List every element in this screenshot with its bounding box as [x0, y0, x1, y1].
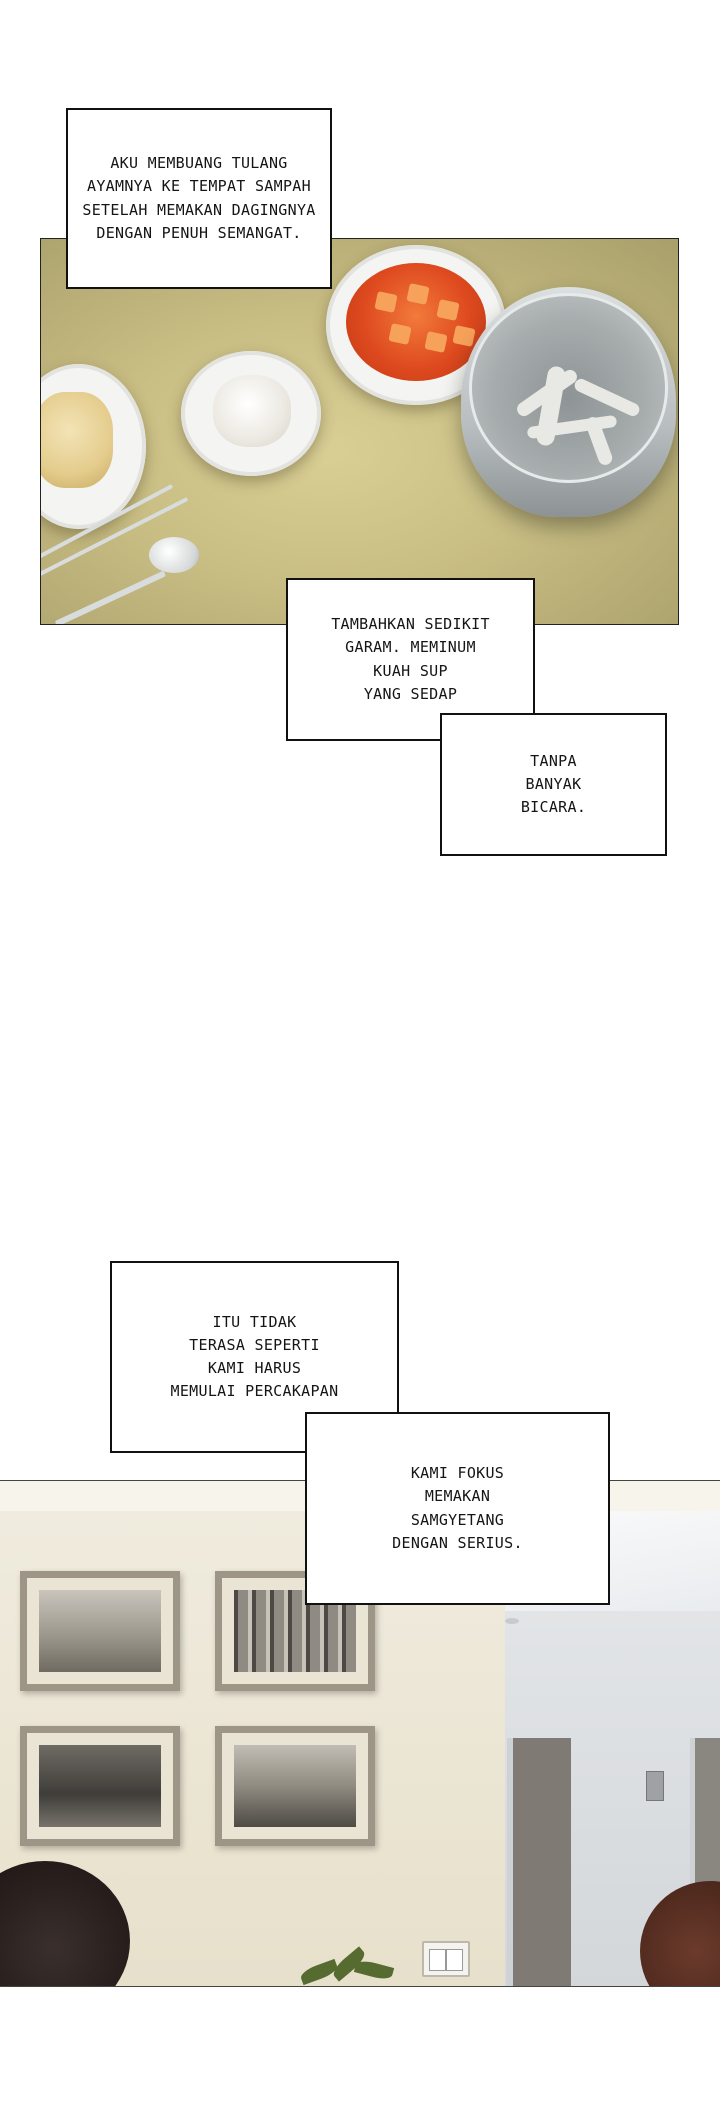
bucket-interior — [469, 293, 668, 483]
spoon-handle — [54, 570, 167, 624]
caption-text: KAMI FOKUS MEMAKAN SAMGYETANG DENGAN SER… — [392, 1464, 523, 1552]
ceiling-light-icon — [505, 1618, 519, 1624]
picture-frame-icon — [20, 1726, 180, 1846]
spoon-icon — [149, 537, 199, 573]
caption-text: AKU MEMBUANG TULANG AYAMNYA KE TEMPAT SA… — [82, 154, 316, 242]
dinner-table-panel — [40, 238, 679, 625]
kimchi-stew — [346, 263, 486, 381]
caption-text: ITU TIDAK TERASA SEPERTI KAMI HARUS MEMU… — [170, 1312, 339, 1401]
caption-text: TANPA BANYAK BICARA. — [520, 751, 587, 817]
bone-bucket-icon — [461, 287, 676, 517]
living-room-panel — [0, 1480, 720, 1987]
caption-box-2: TAMBAHKAN SEDIKIT GARAM. MEMINUM KUAH SU… — [286, 578, 535, 741]
mountain-photo — [234, 1745, 356, 1827]
chicken-plate-icon — [41, 364, 146, 529]
kimchi-bowl-icon — [326, 245, 506, 405]
picture-frame-icon — [20, 1571, 180, 1691]
light-switch-icon — [422, 1941, 470, 1977]
rice — [213, 375, 291, 447]
rice-plate-icon — [181, 351, 321, 476]
rail-photo — [39, 1590, 161, 1672]
picture-frame-icon — [215, 1726, 375, 1846]
caption-box-5: KAMI FOKUS MEMAKAN SAMGYETANG DENGAN SER… — [305, 1412, 610, 1605]
door-icon — [507, 1738, 571, 1986]
plant-icon — [298, 1946, 410, 1986]
wall-sconce-icon — [646, 1771, 664, 1801]
chicken — [41, 392, 113, 488]
forest-photo — [39, 1745, 161, 1827]
caption-text: TAMBAHKAN SEDIKIT GARAM. MEMINUM KUAH SU… — [331, 615, 490, 703]
caption-box-3: TANPA BANYAK BICARA. — [440, 713, 667, 856]
caption-box-1: AKU MEMBUANG TULANG AYAMNYA KE TEMPAT SA… — [66, 108, 332, 289]
